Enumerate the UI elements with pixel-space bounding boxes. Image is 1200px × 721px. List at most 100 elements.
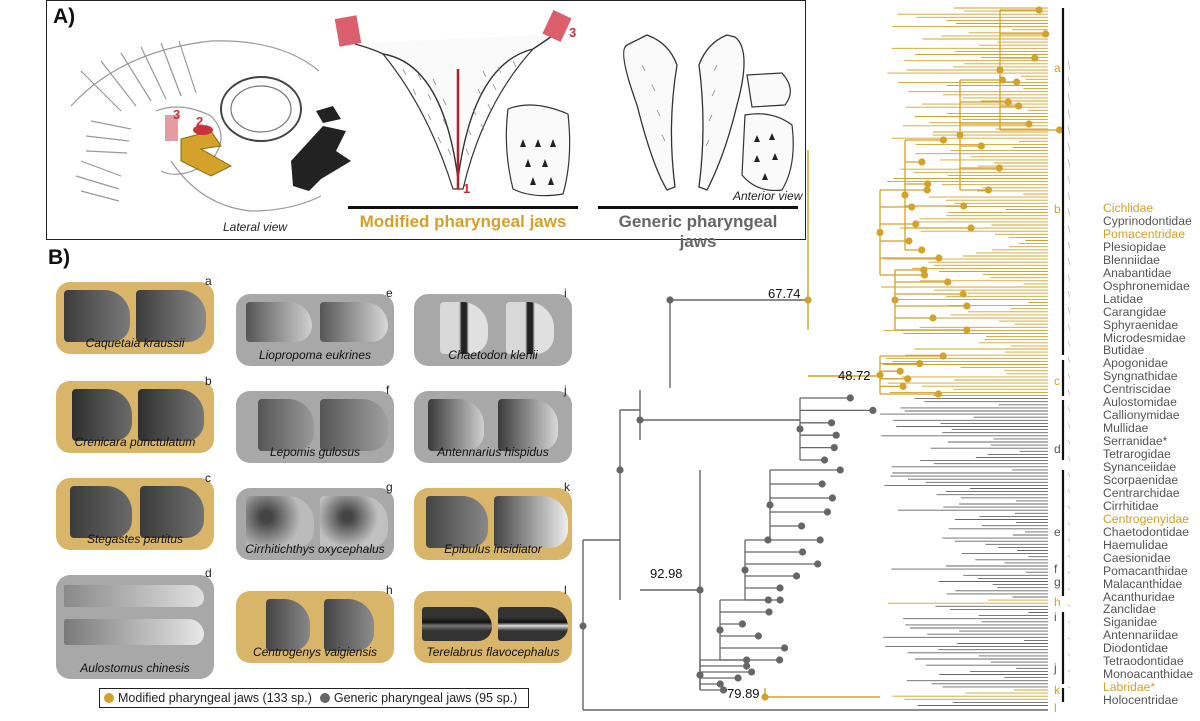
tree-node [963, 302, 971, 310]
card-letter-e: e [386, 286, 393, 300]
species-name: Terelabrus flavocephalus [426, 645, 560, 659]
lateral-view-label: Lateral view [223, 220, 288, 234]
family-label: Plesiopidae [1103, 239, 1167, 254]
tree-node [792, 572, 801, 580]
marker-3-modified: 3 [569, 25, 577, 40]
tree-node [738, 620, 747, 628]
tree-node [984, 186, 992, 194]
family-label: Monoacanthidae [1103, 667, 1194, 682]
family-label: Holocentridae [1103, 693, 1179, 708]
species-name: Epibulus insidiator [444, 542, 542, 556]
tree-node [935, 254, 943, 262]
tree-node [754, 632, 763, 640]
family-label: Centrarchidae [1103, 485, 1180, 500]
family-label: Anabantidae [1103, 265, 1172, 280]
family-label: Pomacanthidae [1103, 563, 1188, 578]
family-label: Serranidae* [1103, 434, 1168, 449]
tree-node [960, 202, 968, 210]
generic-legend-marker [319, 693, 330, 703]
species-card-h: Centrogenys vaigiensis [236, 591, 394, 663]
species-card-f: Lepomis gulosus [236, 391, 394, 463]
fish-photo-before [266, 599, 310, 651]
family-label: Cichlidae [1103, 201, 1154, 215]
tree-node [830, 444, 838, 452]
phylogeny-tree [579, 6, 1070, 711]
tree-node [901, 191, 909, 199]
tree-node [696, 586, 704, 594]
family-label: Acanthuridae [1103, 589, 1175, 604]
tree-node [796, 425, 804, 433]
tree-node [716, 680, 724, 688]
family-label: Labridae* [1103, 680, 1156, 695]
node-support-value: 79.89 [727, 686, 760, 701]
tree-node [743, 662, 751, 670]
species-name: Lepomis gulosus [269, 445, 361, 459]
tree-node [797, 522, 806, 530]
family-label: Latidae [1103, 291, 1143, 306]
family-label: Tetraodontidae [1103, 654, 1184, 669]
family-connector [1067, 521, 1070, 527]
tree-node [876, 228, 884, 237]
fish-photo-before [440, 302, 488, 354]
family-connector [1067, 455, 1070, 462]
family-label: Apogonidae [1103, 356, 1169, 371]
panel-b-label: B) [48, 246, 71, 269]
family-label: Blenniidae [1103, 252, 1160, 267]
tree-node [918, 246, 926, 254]
generic-jaw-drawing [623, 34, 794, 192]
tree-node [741, 566, 749, 574]
family-connector [1067, 604, 1070, 608]
panel-a-label: A) [53, 5, 76, 28]
family-label: Scorpaenidae [1103, 472, 1179, 487]
species-card-k: Epibulus insidiator [414, 488, 572, 560]
family-label: Centrogenyidae [1103, 511, 1190, 526]
family-label: Sphyraenidae [1103, 317, 1179, 332]
generic-jaw-title: Generic pharyngeal jaws [618, 212, 778, 251]
clade-letter-j: j [1054, 661, 1057, 675]
tree-node [798, 548, 807, 556]
tree-node [828, 494, 837, 502]
fish-photo-before [428, 399, 484, 451]
tree-node [776, 596, 784, 604]
family-connector [1067, 323, 1070, 332]
family-label: Zanclidae [1103, 602, 1156, 617]
tree-node [869, 406, 877, 414]
clade-letter-k: k [1054, 683, 1060, 697]
family-label: Antennariidae [1103, 628, 1179, 643]
card-letter-d: d [205, 566, 212, 580]
fish-photo-after [136, 290, 206, 342]
node-support-value: 92.98 [650, 566, 683, 581]
species-card-b: Crenicara punctulatum [56, 381, 214, 453]
fish-photo-after [320, 399, 388, 451]
tree-node [905, 237, 913, 245]
card-letter-k: k [564, 480, 570, 494]
clade-letter-i: i [1054, 610, 1057, 624]
tree-node [764, 536, 772, 544]
species-name: Aulostomus chinesis [80, 661, 190, 675]
fish-photo-before [246, 496, 314, 548]
node-support-value: 48.72 [838, 368, 871, 383]
family-label: Caesionidae [1103, 550, 1171, 565]
card-letter-b: b [205, 374, 212, 388]
tree-node [920, 266, 928, 274]
family-connector [1067, 389, 1070, 397]
legend-generic-label: Generic pharyngeal jaws (95 sp.) [333, 691, 518, 705]
fish-photo-before [258, 399, 314, 451]
clade-letter-f: f [1054, 562, 1058, 576]
marker-1-modified: 1 [463, 181, 471, 196]
tree-node [904, 375, 912, 383]
fish-photo-after [320, 496, 388, 548]
tree-node [977, 142, 985, 150]
family-label: Microdesmidae [1103, 330, 1186, 345]
generic-jaw-rule [598, 206, 798, 209]
tree-node [963, 326, 971, 334]
tree-node [995, 164, 1003, 172]
family-connector [1067, 637, 1070, 640]
tree-node [1015, 102, 1023, 110]
family-label: Tetrarogidae [1103, 447, 1171, 462]
tree-node [719, 686, 728, 694]
fish-photo-before [72, 389, 132, 441]
tree-node [891, 296, 899, 304]
clade-letter-g: g [1054, 575, 1061, 589]
panel-a-box: A) 3 2 Lateral view 3 1 [46, 0, 806, 251]
